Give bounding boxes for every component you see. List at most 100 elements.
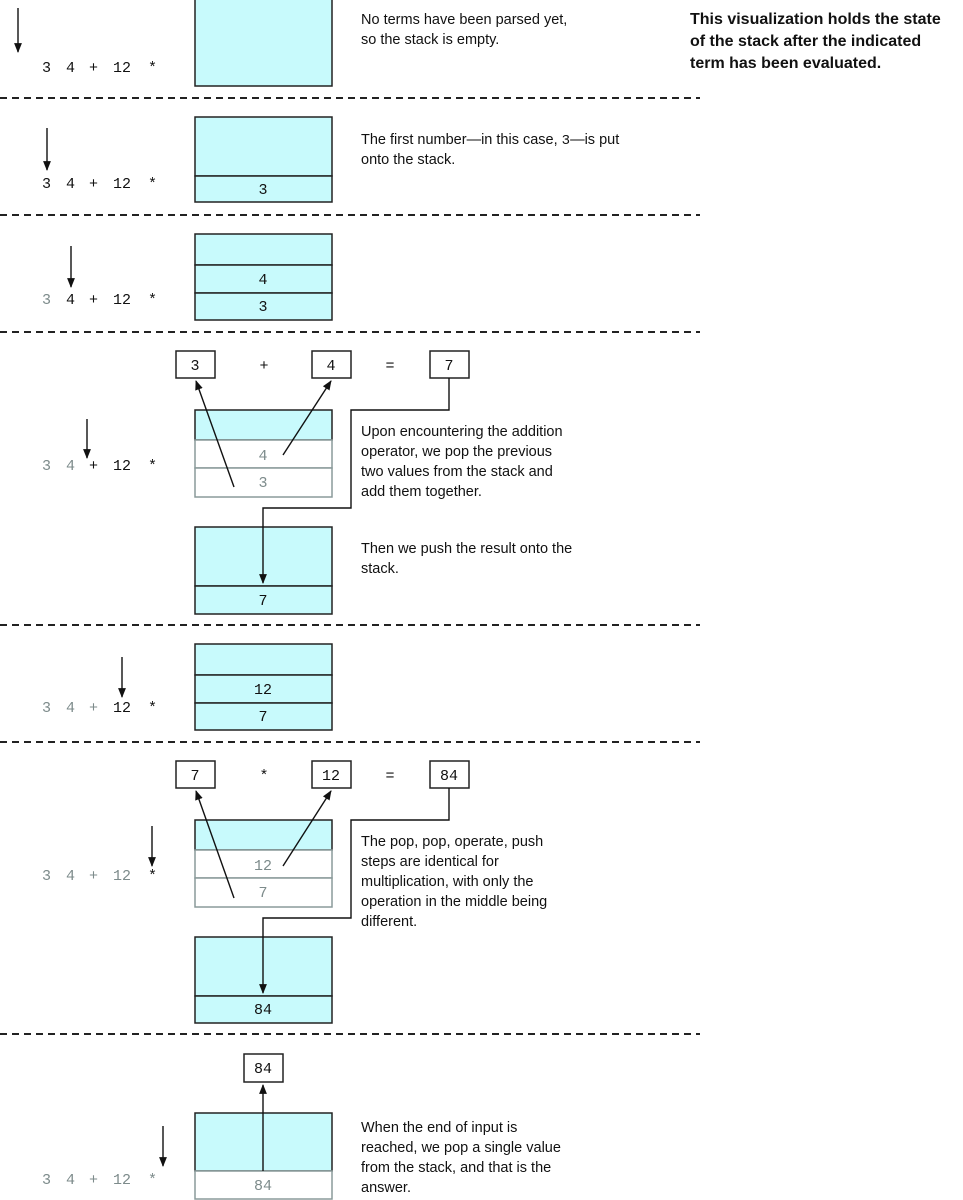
pending-token: 3 bbox=[42, 60, 51, 77]
processed-token: 4 bbox=[66, 868, 75, 885]
stack-value: 7 bbox=[258, 593, 267, 610]
operand-right: 12 bbox=[322, 768, 340, 785]
stack-slot bbox=[194, 292, 333, 321]
pending-token: + bbox=[89, 458, 98, 475]
pending-token: 4 bbox=[66, 176, 75, 193]
popped-value: 4 bbox=[258, 448, 267, 465]
popped-value: 3 bbox=[258, 475, 267, 492]
push-arrow bbox=[259, 378, 450, 584]
pending-token: 4 bbox=[66, 60, 75, 77]
popped-value: 12 bbox=[254, 858, 272, 875]
equals-sign: = bbox=[385, 768, 394, 785]
pending-token: * bbox=[148, 458, 157, 475]
processed-token: + bbox=[89, 868, 98, 885]
final-result: 84 bbox=[254, 1061, 272, 1078]
pending-token: * bbox=[148, 60, 157, 77]
popped-slot bbox=[194, 467, 333, 498]
pending-token: 12 bbox=[113, 60, 131, 77]
processed-token: 3 bbox=[42, 868, 51, 885]
processed-token: 3 bbox=[42, 1172, 51, 1189]
operand-box bbox=[175, 350, 216, 379]
pending-token: 12 bbox=[113, 176, 131, 193]
pop-arrow bbox=[282, 380, 332, 456]
operand-box bbox=[311, 350, 352, 379]
stack-slot bbox=[194, 674, 333, 704]
stack-slot bbox=[194, 175, 333, 203]
pending-token: * bbox=[148, 292, 157, 309]
processed-token: 3 bbox=[42, 700, 51, 717]
operator: * bbox=[259, 768, 268, 785]
pending-token: + bbox=[89, 60, 98, 77]
equals-sign: = bbox=[385, 358, 394, 375]
stack-slot bbox=[194, 995, 333, 1024]
panel-6-description: The pop, pop, operate, push steps are id… bbox=[361, 834, 551, 930]
panel-1-description: No terms have been parsed yet, so the st… bbox=[361, 12, 571, 48]
operator: + bbox=[259, 358, 268, 375]
panel-7-final-pop: 84 84 When the end of input is reached, … bbox=[194, 1053, 565, 1200]
pop-arrow bbox=[282, 790, 332, 867]
stack-empty-area bbox=[194, 233, 333, 266]
processed-token: 3 bbox=[42, 292, 51, 309]
panel-4-addition: 3 + 4 = 7 4 3 7 Upon encountering the ad… bbox=[175, 350, 576, 615]
processed-token: 4 bbox=[66, 1172, 75, 1189]
stack bbox=[194, 0, 333, 87]
stack-slot bbox=[194, 585, 333, 615]
stack-empty-area bbox=[194, 116, 333, 177]
stack-value: 4 bbox=[258, 272, 267, 289]
operand-right: 4 bbox=[326, 358, 335, 375]
processed-token: 3 bbox=[42, 458, 51, 475]
operand-box bbox=[311, 760, 352, 789]
result-value: 84 bbox=[440, 768, 458, 785]
processed-token: 4 bbox=[66, 700, 75, 717]
popped-value: 84 bbox=[254, 1178, 272, 1195]
processed-token: + bbox=[89, 700, 98, 717]
popped-value: 7 bbox=[258, 885, 267, 902]
diagram-caption: This visualization holds the state of th… bbox=[690, 11, 945, 72]
panel-3-push-4: 4 3 bbox=[194, 233, 333, 321]
push-arrow bbox=[259, 788, 450, 994]
stack-value: 3 bbox=[258, 299, 267, 316]
panel-1-empty-stack: No terms have been parsed yet, so the st… bbox=[194, 0, 571, 87]
stack-empty-area bbox=[194, 643, 333, 676]
result-box bbox=[243, 1053, 284, 1083]
pending-token: + bbox=[89, 176, 98, 193]
panel-4-description: Upon encountering the addition operator,… bbox=[361, 424, 567, 500]
panel-6-multiplication: 7 * 12 = 84 12 7 84 The pop, pop, operat… bbox=[175, 760, 551, 1024]
processed-token: 4 bbox=[66, 458, 75, 475]
operand-left: 3 bbox=[190, 358, 199, 375]
stack-value: 12 bbox=[254, 682, 272, 699]
stack-value: 3 bbox=[258, 182, 267, 199]
panel-5-push-12: 12 7 bbox=[194, 643, 333, 731]
pending-token: * bbox=[148, 700, 157, 717]
popped-slot bbox=[194, 439, 333, 469]
pending-token: + bbox=[89, 292, 98, 309]
stack-slot bbox=[194, 702, 333, 731]
pending-token: 4 bbox=[66, 292, 75, 309]
processed-token: 12 bbox=[113, 1172, 131, 1189]
panel-4-push-description: Then we push the result onto the stack. bbox=[361, 541, 576, 577]
operand-box bbox=[175, 760, 216, 789]
pending-token: 12 bbox=[113, 292, 131, 309]
popped-slot bbox=[194, 877, 333, 908]
pending-token: 12 bbox=[113, 458, 131, 475]
result-value: 7 bbox=[444, 358, 453, 375]
operand-left: 7 bbox=[190, 768, 199, 785]
pending-token: * bbox=[148, 868, 157, 885]
pending-token: 3 bbox=[42, 176, 51, 193]
panel-7-description: When the end of input is reached, we pop… bbox=[361, 1120, 565, 1196]
pending-token: * bbox=[148, 176, 157, 193]
pop-arrow bbox=[195, 790, 235, 899]
processed-token: + bbox=[89, 1172, 98, 1189]
panel-2-push-3: 3 The first number—in this case, 3—is pu… bbox=[194, 116, 619, 203]
pop-arrow bbox=[195, 380, 235, 488]
stack-value: 84 bbox=[254, 1002, 272, 1019]
